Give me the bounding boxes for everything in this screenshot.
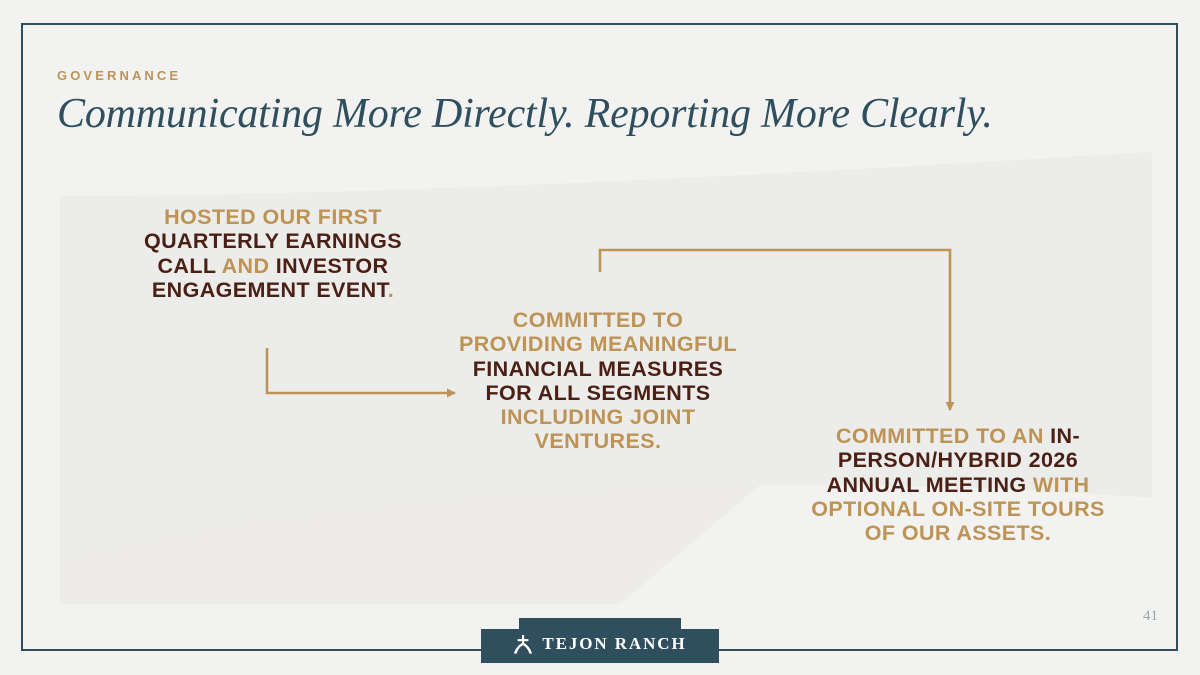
statement-3-segment-1: COMMITTED TO AN [835, 424, 1051, 448]
brand-name: TEJON RANCH [542, 634, 687, 653]
page-number: 41 [1143, 608, 1158, 624]
statement-2-segment-2: FINANCIAL MEASURES FOR ALL SEGMENTS [472, 356, 724, 405]
section-eyebrow: GOVERNANCE [57, 68, 182, 83]
statement-1: HOSTED OUR FIRST QUARTERLY EARNINGS CALL… [128, 205, 418, 302]
brand-logo-banner: TEJON RANCH [481, 618, 719, 663]
banner-shape [481, 618, 719, 663]
page-title: Communicating More Directly. Reporting M… [57, 91, 993, 137]
oak-tree-icon [514, 635, 533, 654]
statement-1-segment-5: . [387, 277, 395, 302]
statement-1-segment-2: QUARTERLY EARNINGS CALL [143, 229, 403, 278]
statement-3-segment-3: WITH OPTIONAL ON-SITE TOURS OF OUR ASSET… [811, 472, 1105, 546]
statement-3-segment-2: IN-PERSON/HYBRID 2026 ANNUAL MEETING [826, 424, 1081, 497]
statement-2-segment-1: COMMITTED TO PROVIDING MEANINGFUL [459, 308, 737, 357]
brand-lockup: TEJON RANCH [481, 618, 719, 663]
statement-1-segment-1: HOSTED OUR FIRST [164, 205, 382, 229]
statement-3: COMMITTED TO AN IN-PERSON/HYBRID 2026 AN… [808, 424, 1108, 545]
statement-2: COMMITTED TO PROVIDING MEANINGFUL FINANC… [452, 308, 744, 454]
statement-2-segment-3: INCLUDING JOINT VENTURES. [500, 405, 696, 454]
statement-1-segment-3: AND [221, 253, 276, 278]
statement-1-segment-4: INVESTOR ENGAGEMENT EVENT [151, 253, 389, 302]
